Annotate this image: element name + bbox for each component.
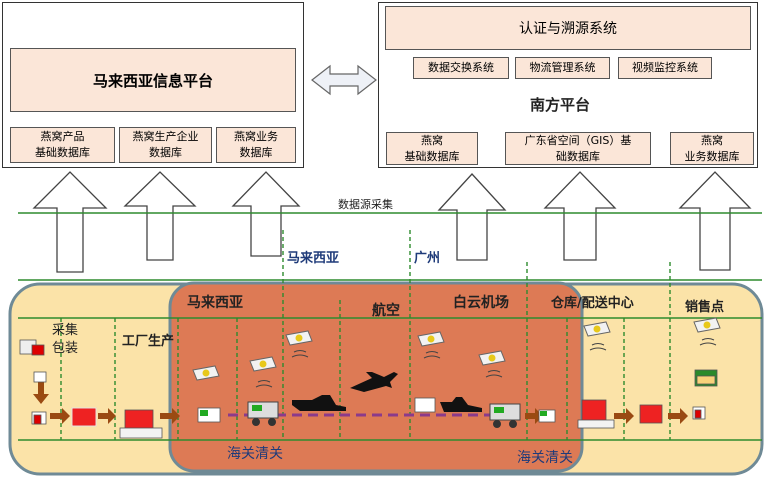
truck-icons [247,401,521,428]
plane-icons [292,372,482,412]
package-icons [19,339,718,439]
customs-right-label: 海关清关 [517,450,573,466]
south-sys-video: 视频监控系统 [618,57,712,79]
south-db-base: 燕窝 基础数据库 [386,132,478,165]
flow-arrows [33,382,688,424]
double-arrow [311,64,377,96]
zone-air-label: 航空 [372,303,400,319]
upload-arrows [32,171,752,273]
malaysia-db-product: 燕窝产品 基础数据库 [10,127,115,163]
zone-airport-label: 白云机场 [453,295,509,311]
step-collect-label: 采集 包装 [52,323,79,356]
region-malaysia-label: 马来西亚 [287,251,340,266]
signal-waves [255,338,717,388]
step-factory-label: 工厂生产 [122,334,175,349]
data-collection-label: 数据源采集 [338,198,393,211]
malaysia-db-enterprise: 燕窝生产企业 数据库 [119,127,212,163]
region-guangzhou-label: 广州 [414,251,441,266]
malaysia-db-business: 燕窝业务 数据库 [216,127,296,163]
south-sys-exchange: 数据交换系统 [413,57,509,79]
zone-warehouse-label: 仓库/配送中心 [551,296,634,311]
south-sys-logistics: 物流管理系统 [515,57,610,79]
customs-left-label: 海关清关 [227,446,283,462]
south-db-business: 燕窝 业务数据库 [670,132,754,165]
south-db-gis: 广东省空间（GIS）基 础数据库 [505,132,651,165]
south-platform-title: 南方平台 [530,96,591,114]
malaysia-platform-title: 马来西亚信息平台 [10,48,296,112]
zone-malaysia-label: 马来西亚 [187,295,243,311]
south-top-system: 认证与溯源系统 [385,6,751,50]
rfid-icons [192,317,721,381]
zone-sales-label: 销售点 [685,300,725,315]
